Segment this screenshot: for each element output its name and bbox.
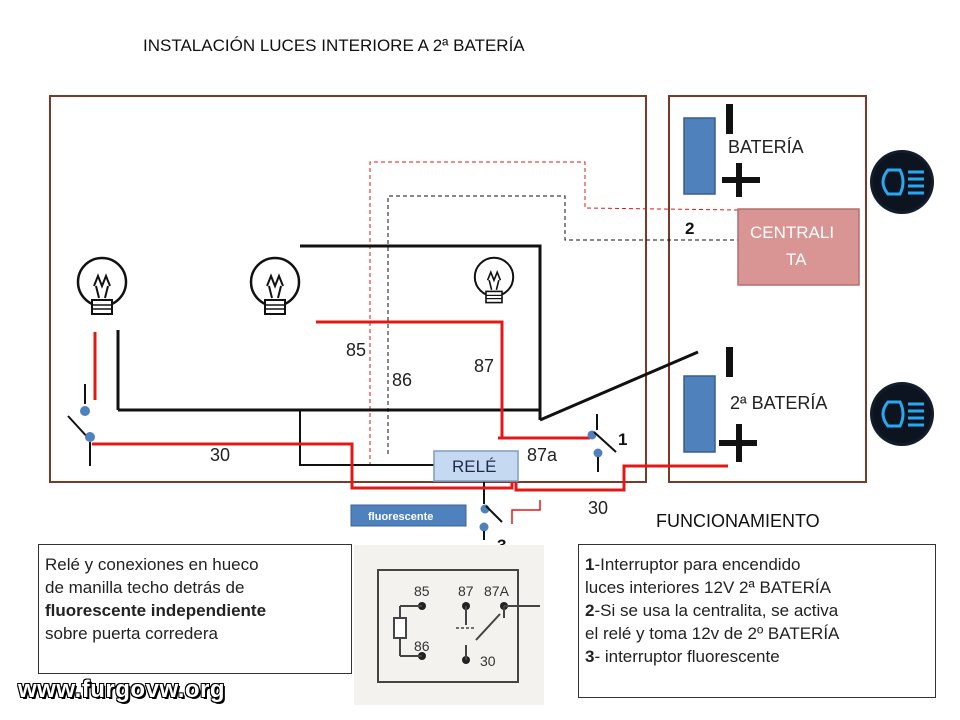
red-wire-battery2: [514, 464, 728, 492]
bateria-label: BATERÍA: [728, 137, 804, 157]
note-line-4: sobre puerta corredera: [45, 624, 218, 643]
func-item: 2-Si se usa la centralita, se activa: [585, 601, 839, 620]
fluorescente-label: fluorescente: [368, 511, 433, 523]
switch-1: [587, 414, 617, 472]
note-line-3: fluorescente independiente: [45, 601, 267, 620]
terminal-87a-label: 87a: [527, 445, 558, 465]
headlight-indicator-icon: [870, 382, 934, 446]
fluorescente-box: fluorescente: [350, 504, 467, 527]
number-1-label: 1: [618, 430, 627, 449]
rele-box: RELÉ: [433, 450, 519, 482]
lamp-switch: [67, 384, 95, 466]
red-wire-fluo: [511, 500, 541, 524]
red-wire-85: [316, 320, 504, 438]
note-line-1: Relé y conexiones en hueco: [45, 555, 259, 574]
plus-terminal-icon: [719, 424, 757, 462]
black-wire-bottom: [118, 408, 542, 420]
black-wire-diagonal: [539, 350, 699, 422]
number-2-label: 2: [685, 219, 694, 238]
funcionamiento-box: 1-Interruptor para encendido luces inter…: [578, 544, 936, 698]
dashed-red-wire: [369, 161, 739, 466]
red-wire-30: [92, 442, 514, 490]
centralita-box: CENTRALI TA: [737, 208, 860, 286]
minus-terminal-icon: [726, 104, 733, 134]
relay-symbol: 85 86 87 87A 30: [354, 545, 544, 705]
minus-terminal-icon: [726, 347, 733, 377]
installation-note: Relé y conexiones en hueco de manilla te…: [38, 544, 352, 674]
relay-pin-30: 30: [480, 653, 496, 669]
centralita-line2: TA: [786, 250, 807, 269]
relay-pin-87A: 87A: [484, 583, 510, 599]
dashed-black-wire: [387, 195, 738, 454]
watermark: www.furgovw.org: [18, 676, 226, 703]
func-item: 3- interruptor fluorescente: [585, 647, 780, 666]
relay-pin-85: 85: [414, 583, 430, 599]
battery-second: [683, 347, 757, 462]
engine-frame: [668, 95, 867, 483]
terminal-30-left-label: 30: [210, 445, 230, 465]
terminal-30-right-label: 30: [588, 498, 608, 518]
light-bulb-icon: [76, 256, 128, 315]
func-item: 1-Interruptor para encendido: [585, 555, 801, 574]
black-wire-top: [300, 244, 542, 420]
page-title: INSTALACIÓN LUCES INTERIORE A 2ª BATERÍA: [143, 36, 525, 55]
relay-pin-87: 87: [458, 583, 474, 599]
light-bulb-icon: [473, 256, 515, 304]
rele-label: RELÉ: [452, 457, 496, 476]
plus-terminal-icon: [722, 163, 760, 197]
funcionamiento-title: FUNCIONAMIENTO: [656, 511, 820, 531]
battery-main: [683, 104, 760, 197]
terminal-87-label: 87: [474, 356, 494, 376]
terminal-85-label: 85: [346, 340, 366, 360]
func-item: luces interiores 12V 2ª BATERÍA: [585, 578, 831, 597]
note-line-2: de manilla techo detrás de: [45, 578, 245, 597]
bateria2-label: 2ª BATERÍA: [730, 393, 827, 413]
headlight-indicator-icon: [870, 150, 934, 214]
light-bulb-icon: [249, 256, 301, 315]
switch-3: [479, 494, 503, 540]
func-item: el relé y toma 12v de 2º BATERÍA: [585, 624, 840, 643]
relay-pin-86: 86: [414, 638, 430, 654]
van-interior-frame: [49, 95, 647, 483]
terminal-86-label: 86: [392, 370, 412, 390]
centralita-line1: CENTRALI: [750, 223, 834, 242]
